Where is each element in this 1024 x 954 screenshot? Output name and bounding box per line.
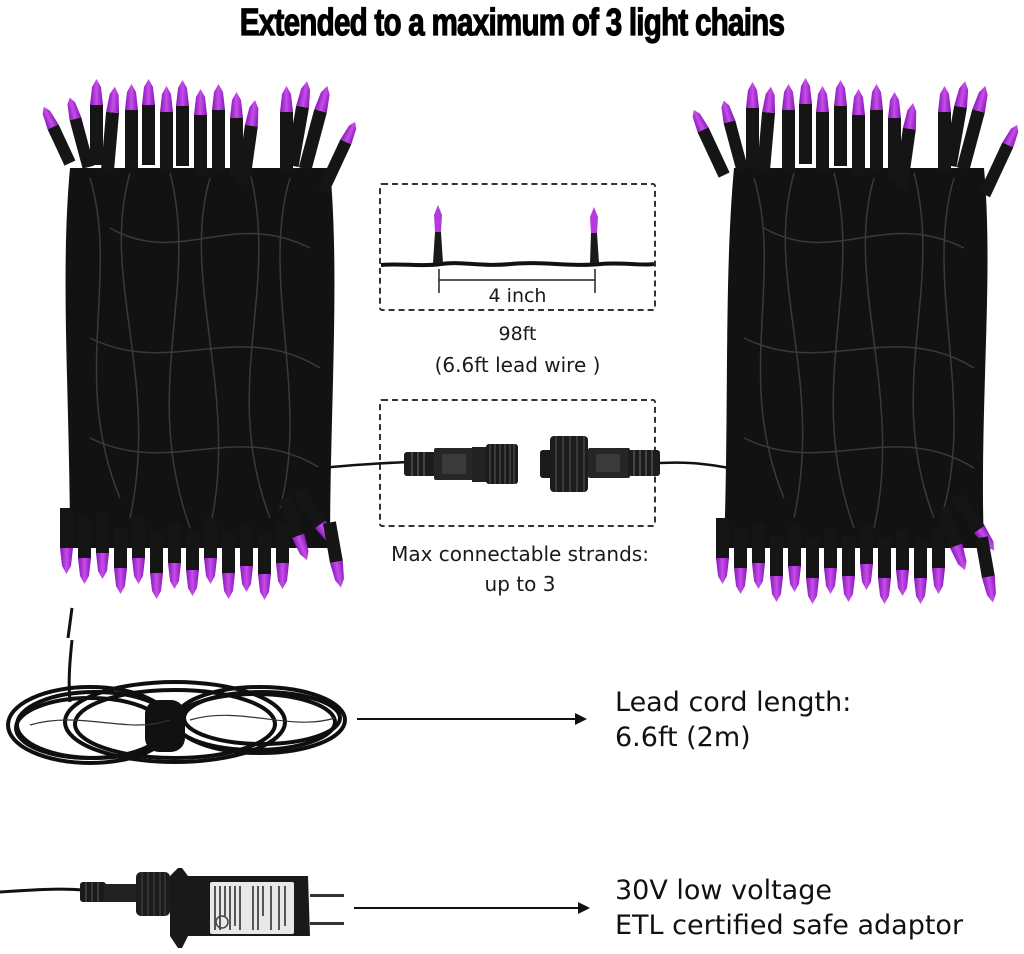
adaptor-voltage-label: 30V low voltage bbox=[615, 875, 832, 906]
adaptor-arrow bbox=[354, 902, 590, 914]
connector-assembly-icon bbox=[300, 436, 740, 492]
bulb-spacing-label: 4 inch bbox=[488, 285, 547, 307]
male-plug-icon bbox=[404, 444, 518, 484]
power-adaptor-icon bbox=[0, 868, 344, 948]
female-socket-icon bbox=[540, 436, 660, 492]
max-strands-label: Max connectable strands: bbox=[391, 542, 649, 566]
max-strands-value: up to 3 bbox=[484, 572, 556, 596]
mini-bulb-icon bbox=[433, 205, 443, 263]
bulb-spacing-box: 4 inch bbox=[379, 183, 656, 311]
mini-bulb-icon bbox=[590, 207, 599, 263]
string-length-label: 98ft bbox=[498, 323, 537, 345]
light-bundle-left-icon bbox=[30, 78, 370, 638]
light-bundle-right-icon bbox=[684, 78, 1024, 638]
lead-cord-label: Lead cord length: bbox=[615, 687, 852, 718]
lead-cord-value: 6.6ft (2m) bbox=[615, 722, 751, 753]
adaptor-cert-label: ETL certified safe adaptor bbox=[615, 910, 964, 941]
page-title: Extended to a maximum of 3 light chains bbox=[239, 1, 785, 44]
lead-wire-label: (6.6ft lead wire ) bbox=[434, 353, 601, 377]
lead-cord-arrow bbox=[357, 713, 587, 725]
coiled-lead-cord-icon bbox=[6, 640, 347, 765]
